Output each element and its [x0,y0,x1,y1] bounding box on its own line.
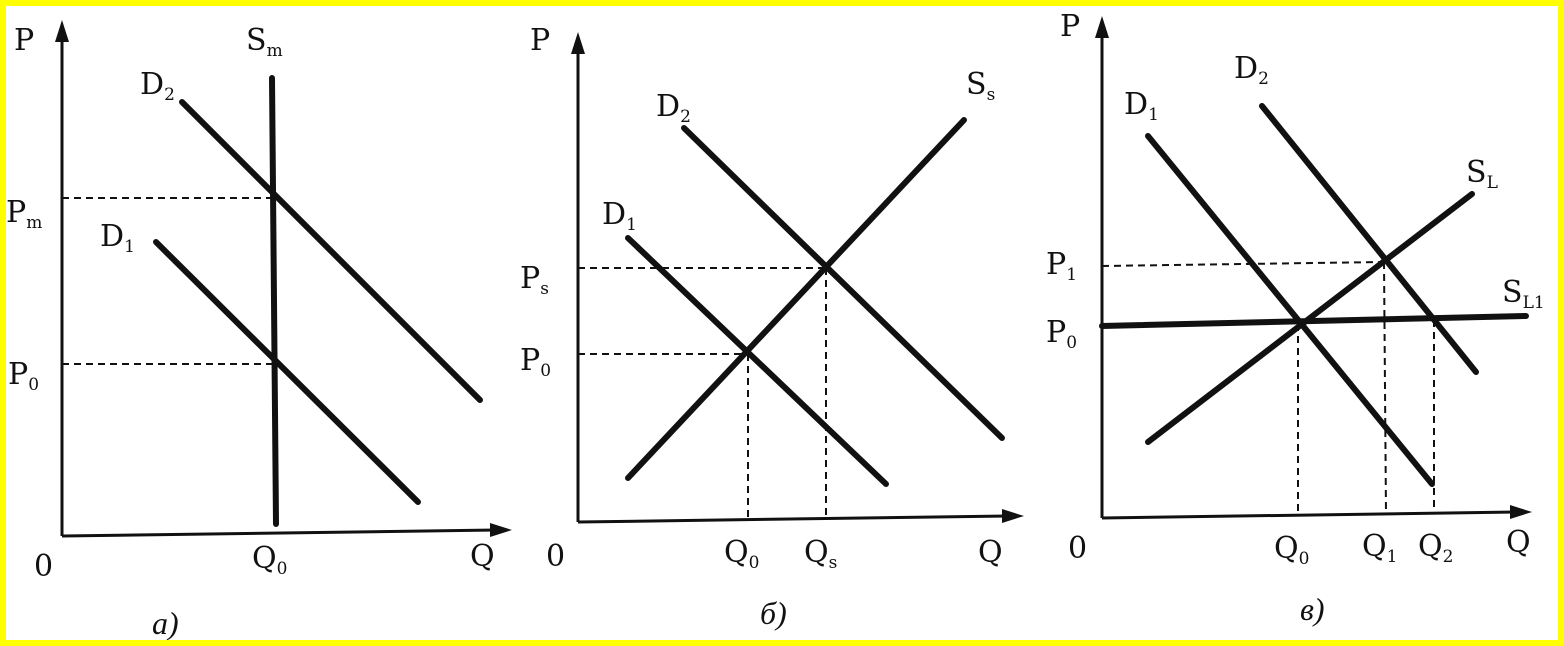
panel-c-y-axis-label: P [1060,9,1080,44]
panel-a-x-arrow [490,523,512,537]
panel-a-origin-label: 0 [34,549,53,584]
panel-c-x-axis-label: Q [1506,525,1531,560]
panel-c-curve-label-d1: D1 [1124,87,1159,125]
panel-a-curve-label-d1: D1 [100,219,135,257]
panel-c-x-arrow [1510,505,1532,519]
panel-c-guide-p1 [1101,261,1385,267]
panel-b-curve-ss [625,117,967,481]
panel-b-x-axis [577,514,1009,524]
panel-b-curve-label-d2: D2 [656,89,691,127]
panel-a-curve-d2 [179,99,483,403]
panel-a-x-axis [61,528,497,538]
panel-b-tick-q0: Q0 [724,535,759,573]
panel-c-curve-sl1 [1099,313,1529,329]
panel-c-x-axis [1101,510,1517,520]
panel-a: P Q 0 D2 D1 Sm Pm P0 Q0 а) [6,20,512,640]
panel-a-curve-sm [269,75,279,527]
panel-b-curve-d2 [681,125,1005,441]
diagram-frame: P Q 0 D2 D1 Sm Pm P0 Q0 а) P Q 0 D2 D1 S… [6,6,1558,640]
panel-c-origin-label: 0 [1068,531,1087,566]
panel-a-curve-d1 [153,239,421,505]
panel-b-curve-label-d1: D1 [602,197,637,235]
panel-a-x-axis-label: Q [470,539,495,574]
panel-b: P Q 0 D2 D1 Ss Ps P0 Q0 Qs б) [520,23,1024,631]
panel-b-origin-label: 0 [546,539,565,574]
panel-c-tick-p0: P0 [1046,315,1077,353]
panel-a-tick-pm: Pm [6,195,42,233]
panel-b-tick-qs: Qs [804,535,837,573]
panel-a-tick-p0: P0 [8,357,39,395]
panel-a-y-arrow [55,20,69,42]
panel-c-tick-p1: P1 [1046,247,1077,285]
panel-c-tick-q1: Q1 [1362,529,1397,567]
panel-a-curve-label-sm: Sm [246,23,283,61]
panel-c-y-arrow [1095,16,1109,38]
panel-b-y-axis-label: P [530,23,550,58]
panel-c-caption: в) [1300,591,1325,627]
panel-c-curve-label-d2: D2 [1234,51,1269,89]
panel-b-tick-ps: Ps [520,261,549,299]
panel-b-tick-p0: P0 [520,343,551,381]
panel-b-x-arrow [1002,509,1024,523]
panel-b-x-axis-label: Q [978,535,1003,570]
panel-c-guide-q1 [1383,261,1387,515]
panel-b-y-arrow [571,32,585,54]
panel-c-curve-d1 [1145,133,1435,487]
panel-b-curve-d1 [625,235,889,487]
panel-c-tick-q0: Q0 [1274,531,1309,569]
panel-c: P Q 0 D1 D2 SL SL1 P1 P0 Q0 Q1 Q2 в) [1046,9,1545,627]
panel-a-caption: а) [152,605,179,640]
panel-c-curve-d2 [1259,103,1479,375]
panel-c-curve-sl [1145,191,1475,445]
panel-a-tick-q0: Q0 [252,541,287,579]
supply-demand-diagrams: P Q 0 D2 D1 Sm Pm P0 Q0 а) P Q 0 D2 D1 S… [6,9,1545,640]
panel-a-curve-label-d2: D2 [140,67,175,105]
panel-c-curve-label-sl: SL [1466,155,1498,193]
panel-c-tick-q2: Q2 [1418,529,1453,567]
panel-b-curve-label-ss: Ss [966,67,995,105]
panel-c-curve-label-sl1: SL1 [1502,275,1545,313]
panel-a-y-axis-label: P [14,23,34,58]
panel-b-caption: б) [760,595,787,631]
